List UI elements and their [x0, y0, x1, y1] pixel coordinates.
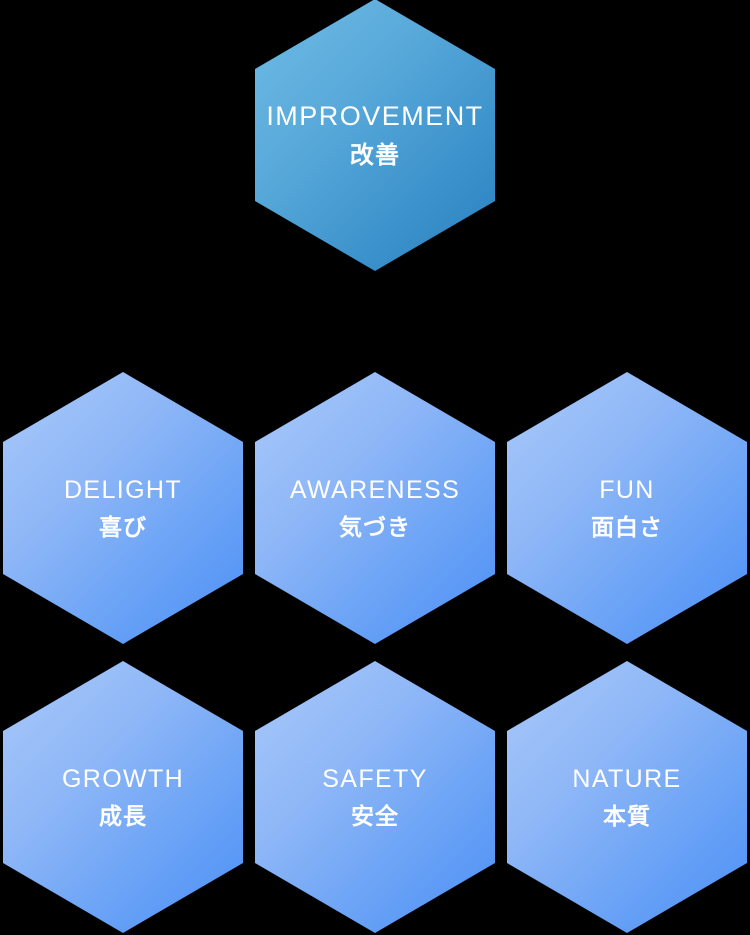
hex-node-safety[interactable]: SAFETY 安全 [255, 661, 495, 933]
hex-label-en-nature: NATURE [572, 764, 682, 793]
hex-label-en-improvement: IMPROVEMENT [266, 100, 484, 131]
hex-label-ja-fun: 面白さ [590, 513, 664, 540]
hex-label-en-delight: DELIGHT [64, 475, 182, 504]
hex-node-fun[interactable]: FUN 面白さ [507, 372, 747, 644]
hex-label-ja-awareness: 気づき [338, 513, 412, 540]
hex-node-improvement[interactable]: IMPROVEMENT 改善 [255, 0, 495, 271]
hex-label-ja-safety: 安全 [350, 802, 400, 829]
hex-label-ja-delight: 喜び [98, 513, 148, 540]
hex-node-delight[interactable]: DELIGHT 喜び [3, 372, 243, 644]
hex-node-awareness[interactable]: AWARENESS 気づき [255, 372, 495, 644]
hex-label-en-awareness: AWARENESS [289, 475, 461, 504]
hex-label-ja-nature: 本質 [602, 802, 652, 829]
hex-label-ja-improvement: 改善 [349, 141, 401, 169]
hex-label-en-growth: GROWTH [61, 764, 185, 793]
hex-node-nature[interactable]: NATURE 本質 [507, 661, 747, 933]
hex-label-en-safety: SAFETY [322, 764, 428, 793]
hex-node-growth[interactable]: GROWTH 成長 [3, 661, 243, 933]
hex-label-ja-growth: 成長 [98, 802, 148, 829]
hex-label-en-fun: FUN [599, 475, 655, 504]
